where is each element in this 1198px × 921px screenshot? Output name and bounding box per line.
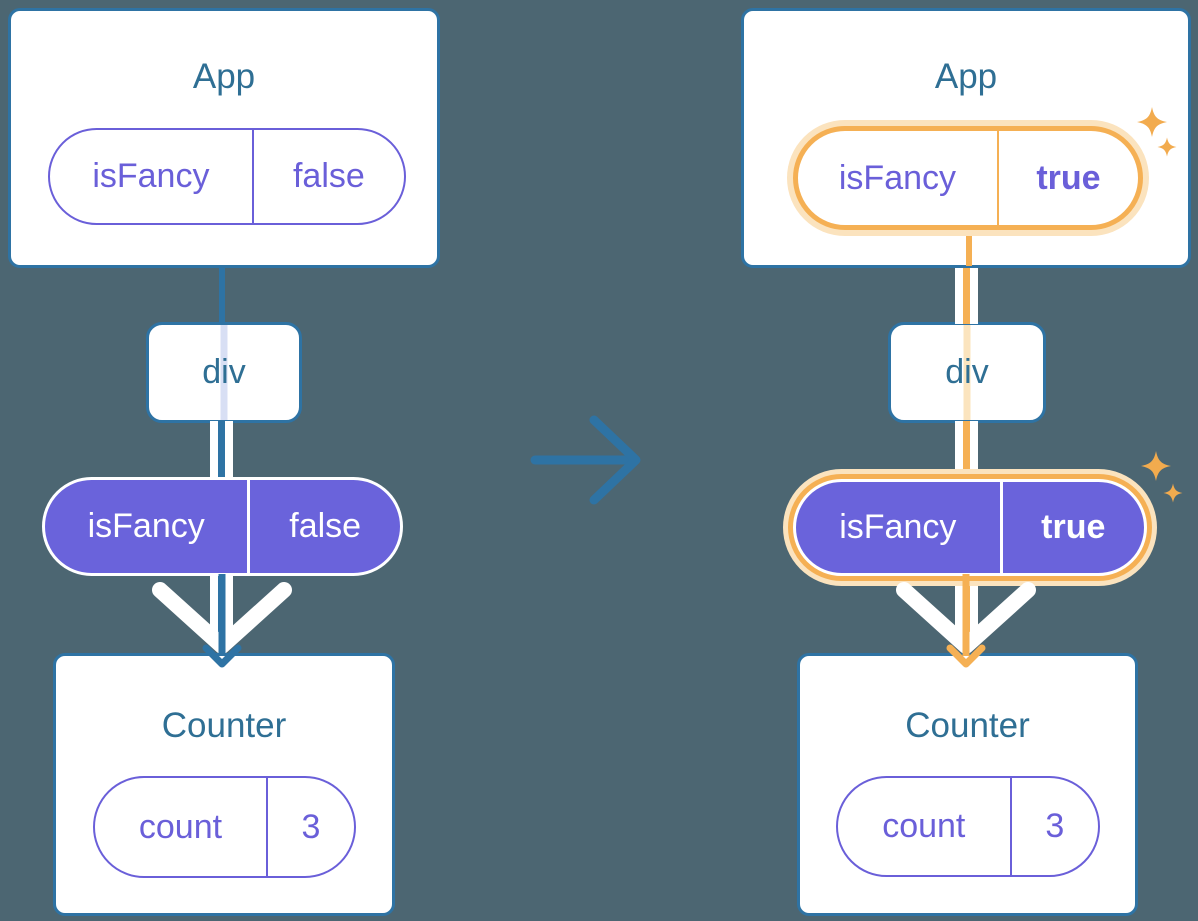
pill-value-cell: false xyxy=(289,507,362,545)
pill-name-cell: isFancy xyxy=(87,507,205,545)
pill-name-cell: count xyxy=(138,807,223,846)
pill-value-cell: 3 xyxy=(1045,807,1065,845)
pill-value-cell: true xyxy=(1041,508,1106,546)
pill-name-cell: count xyxy=(882,807,966,845)
pill-divider xyxy=(996,131,999,225)
sparkles-icon xyxy=(1137,107,1177,157)
pill-divider xyxy=(1009,778,1012,875)
counter-state-pill: count 3 xyxy=(93,776,356,878)
pill-divider xyxy=(265,778,268,876)
prop-down-arrow-icon xyxy=(152,574,292,668)
pill-value-cell: 3 xyxy=(301,807,321,846)
pill-name-cell: isFancy xyxy=(92,157,210,195)
prop-stripe xyxy=(963,325,971,420)
app-card: App isFancy true xyxy=(741,8,1191,268)
app-state-pill: isFancy false xyxy=(48,128,406,225)
div-card: div xyxy=(888,322,1046,423)
prop-down-arrow-icon xyxy=(896,574,1036,668)
pill-value-cell: false xyxy=(292,157,365,195)
counter-title: Counter xyxy=(161,706,287,745)
pill-name-cell: isFancy xyxy=(839,508,957,546)
app-title: App xyxy=(934,57,998,96)
div-label: div xyxy=(945,353,989,391)
pill-name-cell: isFancy xyxy=(838,158,957,197)
prop-edge xyxy=(966,221,972,266)
tree-edge-app-div xyxy=(219,266,225,324)
prop-stripe xyxy=(220,325,228,420)
passed-prop-pill-highlighted: isFancy true xyxy=(793,479,1147,576)
prop-pipe xyxy=(955,421,978,481)
counter-title: Counter xyxy=(905,706,1030,745)
pill-value-cell: true xyxy=(1036,158,1101,197)
div-card: div xyxy=(146,322,302,423)
prop-pipe xyxy=(955,268,978,324)
passed-prop-pill: isFancy false xyxy=(42,477,403,576)
prop-pipe xyxy=(210,421,233,481)
sparkles-icon xyxy=(1141,451,1183,503)
app-title: App xyxy=(192,57,256,96)
counter-card: Counter count 3 xyxy=(797,653,1138,916)
app-state-pill-highlighted: isFancy true xyxy=(793,126,1143,230)
pill-divider xyxy=(247,480,251,573)
pill-divider xyxy=(999,482,1003,573)
transition-arrow-icon xyxy=(530,415,641,505)
pill-divider xyxy=(251,130,254,223)
div-label: div xyxy=(202,353,246,391)
app-card: App isFancy false xyxy=(8,8,440,268)
counter-state-pill: count 3 xyxy=(836,776,1100,877)
counter-card: Counter count 3 xyxy=(53,653,395,916)
